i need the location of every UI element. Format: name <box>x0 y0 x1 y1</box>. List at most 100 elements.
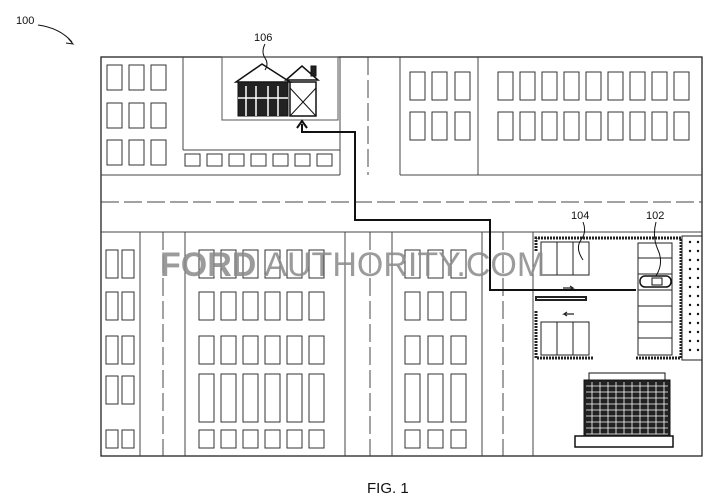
window <box>150 64 167 91</box>
window <box>264 429 281 449</box>
building-windows <box>105 64 690 449</box>
window <box>607 71 624 101</box>
window <box>220 291 237 321</box>
window <box>106 64 123 91</box>
window <box>409 111 426 141</box>
parking-spot-104 <box>540 241 590 276</box>
window <box>242 373 259 423</box>
window <box>308 335 325 365</box>
ref-100-arrowhead-icon <box>65 37 75 45</box>
vehicle-icon <box>639 275 672 288</box>
watermark-brand: FORD <box>160 246 256 284</box>
window <box>404 291 421 321</box>
window <box>286 249 303 279</box>
window <box>450 373 467 423</box>
ref-100: 100 <box>16 15 34 27</box>
window <box>673 111 690 141</box>
ref-102-leader <box>653 221 662 277</box>
window <box>220 249 237 279</box>
window <box>651 71 668 101</box>
watermark-rest: AUTHORITY.COM <box>264 246 545 284</box>
window <box>242 249 259 279</box>
window <box>264 335 281 365</box>
window <box>563 71 580 101</box>
window <box>651 111 668 141</box>
figure-caption: FIG. 1 <box>367 480 409 497</box>
window <box>409 71 426 101</box>
window <box>497 71 514 101</box>
window <box>450 291 467 321</box>
window <box>431 71 448 101</box>
window <box>198 249 215 279</box>
window <box>629 111 646 141</box>
window <box>404 249 421 279</box>
window <box>607 111 624 141</box>
window <box>629 71 646 101</box>
office-building-icon <box>574 372 674 448</box>
ref-106: 106 <box>254 32 272 44</box>
window <box>427 373 444 423</box>
window <box>106 102 123 129</box>
window <box>220 335 237 365</box>
window <box>198 291 215 321</box>
window <box>431 111 448 141</box>
window <box>242 291 259 321</box>
window <box>308 291 325 321</box>
window <box>121 429 135 449</box>
window <box>105 375 119 405</box>
ref-102: 102 <box>646 210 664 222</box>
window <box>427 335 444 365</box>
window <box>250 153 267 167</box>
route-arrowhead-icon <box>296 119 308 129</box>
window <box>121 249 135 279</box>
window <box>294 153 311 167</box>
window <box>308 249 325 279</box>
window <box>404 335 421 365</box>
window <box>242 429 259 449</box>
window <box>184 153 201 167</box>
window <box>450 335 467 365</box>
window <box>106 139 123 166</box>
window <box>128 102 145 129</box>
house-icon <box>221 56 339 121</box>
window <box>427 291 444 321</box>
window <box>454 111 471 141</box>
route-path <box>301 124 636 291</box>
window <box>308 373 325 423</box>
window <box>242 335 259 365</box>
window <box>198 373 215 423</box>
window <box>105 249 119 279</box>
window <box>121 335 135 365</box>
window <box>286 291 303 321</box>
window <box>519 71 536 101</box>
window <box>128 139 145 166</box>
arrow-left-icon <box>562 311 574 317</box>
window <box>585 71 602 101</box>
window <box>450 429 467 449</box>
parking-lot <box>534 235 703 361</box>
window <box>150 139 167 166</box>
ref-104: 104 <box>571 210 589 222</box>
window <box>286 373 303 423</box>
window <box>519 111 536 141</box>
window <box>264 249 281 279</box>
window <box>541 71 558 101</box>
window <box>541 111 558 141</box>
window <box>286 335 303 365</box>
window <box>673 71 690 101</box>
window <box>121 375 135 405</box>
window <box>308 429 325 449</box>
window <box>450 249 467 279</box>
window <box>563 111 580 141</box>
window <box>105 429 119 449</box>
window <box>220 429 237 449</box>
window <box>272 153 289 167</box>
window <box>228 153 245 167</box>
ref-104-leader <box>577 221 586 261</box>
window <box>264 373 281 423</box>
window <box>264 291 281 321</box>
window <box>121 291 135 321</box>
window <box>585 111 602 141</box>
